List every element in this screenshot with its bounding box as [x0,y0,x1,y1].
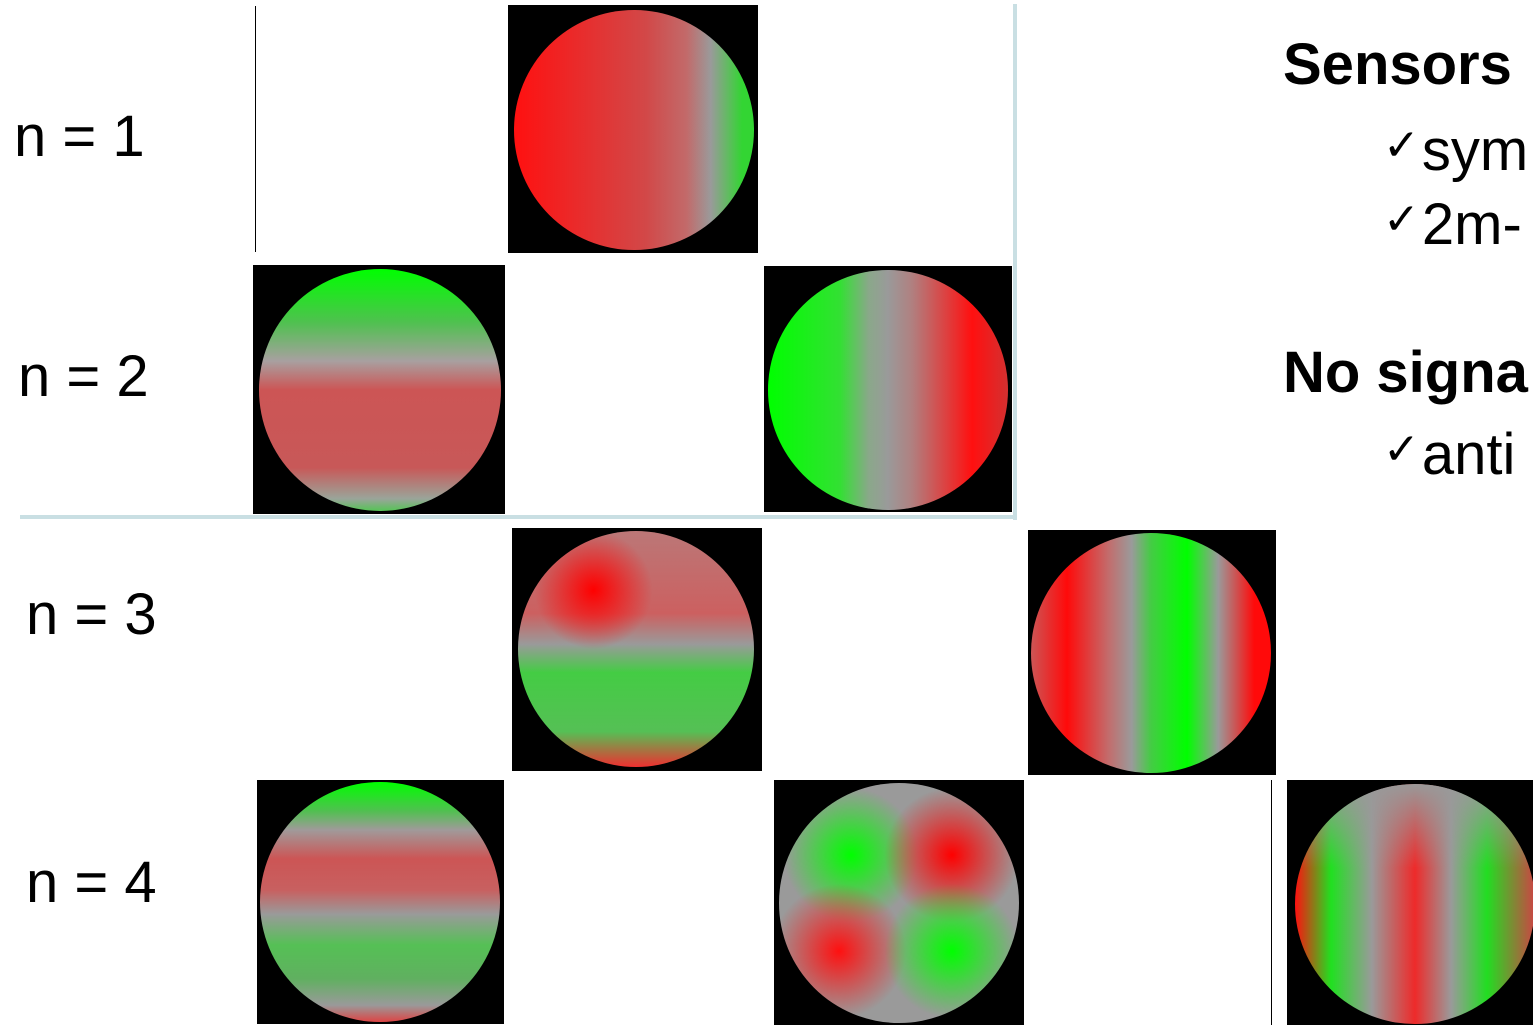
heading-sensors: Sensors [1283,36,1512,94]
sphere-n2-m1 [764,266,1012,512]
divider-row4 [1271,780,1272,1025]
bullet-item: ✓anti [1383,426,1515,484]
bullet-item: ✓2m- [1383,196,1522,254]
bullet-text: sym [1422,118,1528,183]
bullet-item: ✓sym [1383,122,1528,180]
divider-box-right [1013,4,1017,520]
divider-box-bottom [20,515,1017,519]
divider-left [255,6,256,252]
text-panel: Sensors ✓sym ✓2m- No signa ✓anti [1283,36,1533,506]
sphere-n4-m0 [257,780,504,1024]
sphere-n4-m1 [1287,780,1533,1025]
sphere-n2-m0 [253,265,505,514]
sphere-n1-m0 [508,5,758,253]
row-label-n1: n = 1 [14,108,145,166]
sphere-n4-m2 [774,780,1024,1025]
row-label-n2: n = 2 [18,348,149,406]
check-icon: ✓ [1383,195,1420,244]
check-icon: ✓ [1383,121,1420,170]
row-label-n4: n = 4 [26,854,157,912]
bullet-text: 2m- [1422,192,1522,257]
sphere-n3-m1 [512,528,762,771]
bullet-text: anti [1422,422,1516,487]
row-label-n3: n = 3 [26,586,157,644]
heading-no-signal: No signa [1283,344,1528,402]
check-icon: ✓ [1383,425,1420,474]
sphere-n3-m3 [1028,530,1276,775]
